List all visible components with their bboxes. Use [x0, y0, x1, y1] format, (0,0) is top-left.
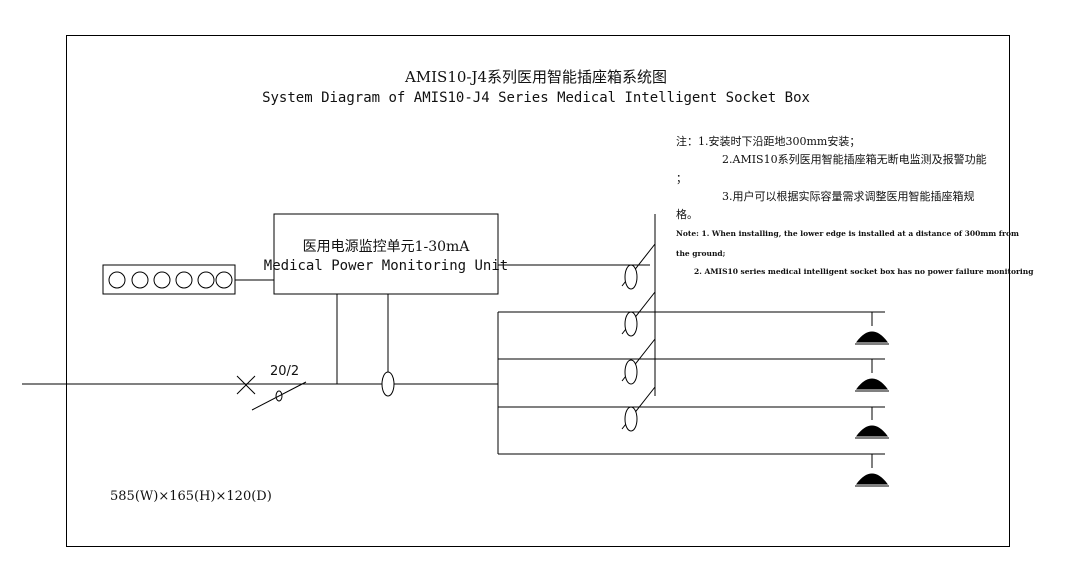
- socket-icon: [855, 331, 889, 345]
- diagram-title-cn: AMIS10-J4系列医用智能插座箱系统图: [404, 68, 668, 86]
- note-line-2-cont: ；: [676, 172, 687, 185]
- branch-ct-icon: [624, 406, 638, 432]
- note-line-3-cont: 格。: [676, 208, 698, 221]
- indicator-lamp-icon: [215, 271, 233, 289]
- socket-icon: [855, 425, 889, 439]
- note-line-2: 2.AMIS10系列医用智能插座箱无断电监测及报警功能: [722, 153, 987, 166]
- breaker-switch-icon: [251, 381, 307, 411]
- branch-circuit-4: [498, 453, 885, 468]
- branch-circuit-1: [498, 311, 885, 326]
- box-dimensions: 585(W)×165(H)×120(D): [110, 489, 272, 504]
- indicator-lamp-icon: [153, 271, 171, 289]
- drawing-frame: [66, 35, 1010, 547]
- indicator-lamp-icon: [197, 271, 215, 289]
- indicator-lamp-icon: [175, 271, 193, 289]
- cross-mark-icon: [236, 375, 256, 395]
- note-line-1: 注：1.安装时下沿距地300mm安装；: [676, 135, 861, 148]
- note-en-line-2: 2. AMIS10 series medical intelligent soc…: [694, 267, 1034, 276]
- current-transformer-icon: [381, 371, 395, 397]
- branch-circuit-2: [498, 358, 885, 373]
- branch-ct-icon: [624, 264, 638, 290]
- socket-icon: [855, 378, 889, 392]
- branch-ct-icon: [624, 311, 638, 337]
- monitor-unit-box: [273, 213, 499, 295]
- note-en-line-1: Note: 1. When installing, the lower edge…: [676, 229, 1019, 238]
- branch-ct-icon: [624, 359, 638, 385]
- socket-icon: [855, 473, 889, 487]
- monitor-unit-title-cn: 医用电源监控单元1-30mA: [302, 239, 470, 255]
- indicator-lamp-icon: [108, 271, 126, 289]
- breaker-rating: 20/2: [270, 364, 300, 379]
- diagram-title-en: System Diagram of AMIS10-J4 Series Medic…: [262, 90, 810, 106]
- branch-circuit-3: [498, 406, 885, 420]
- note-line-3: 3.用户可以根据实际容量需求调整医用智能插座箱规: [722, 190, 975, 203]
- indicator-lamps: [108, 271, 233, 289]
- indicator-lamp-icon: [131, 271, 149, 289]
- indicator-panel: [102, 264, 236, 295]
- monitor-unit-title-en: Medical Power Monitoring Unit: [263, 258, 509, 274]
- note-en-line-1-cont: the ground;: [676, 249, 726, 258]
